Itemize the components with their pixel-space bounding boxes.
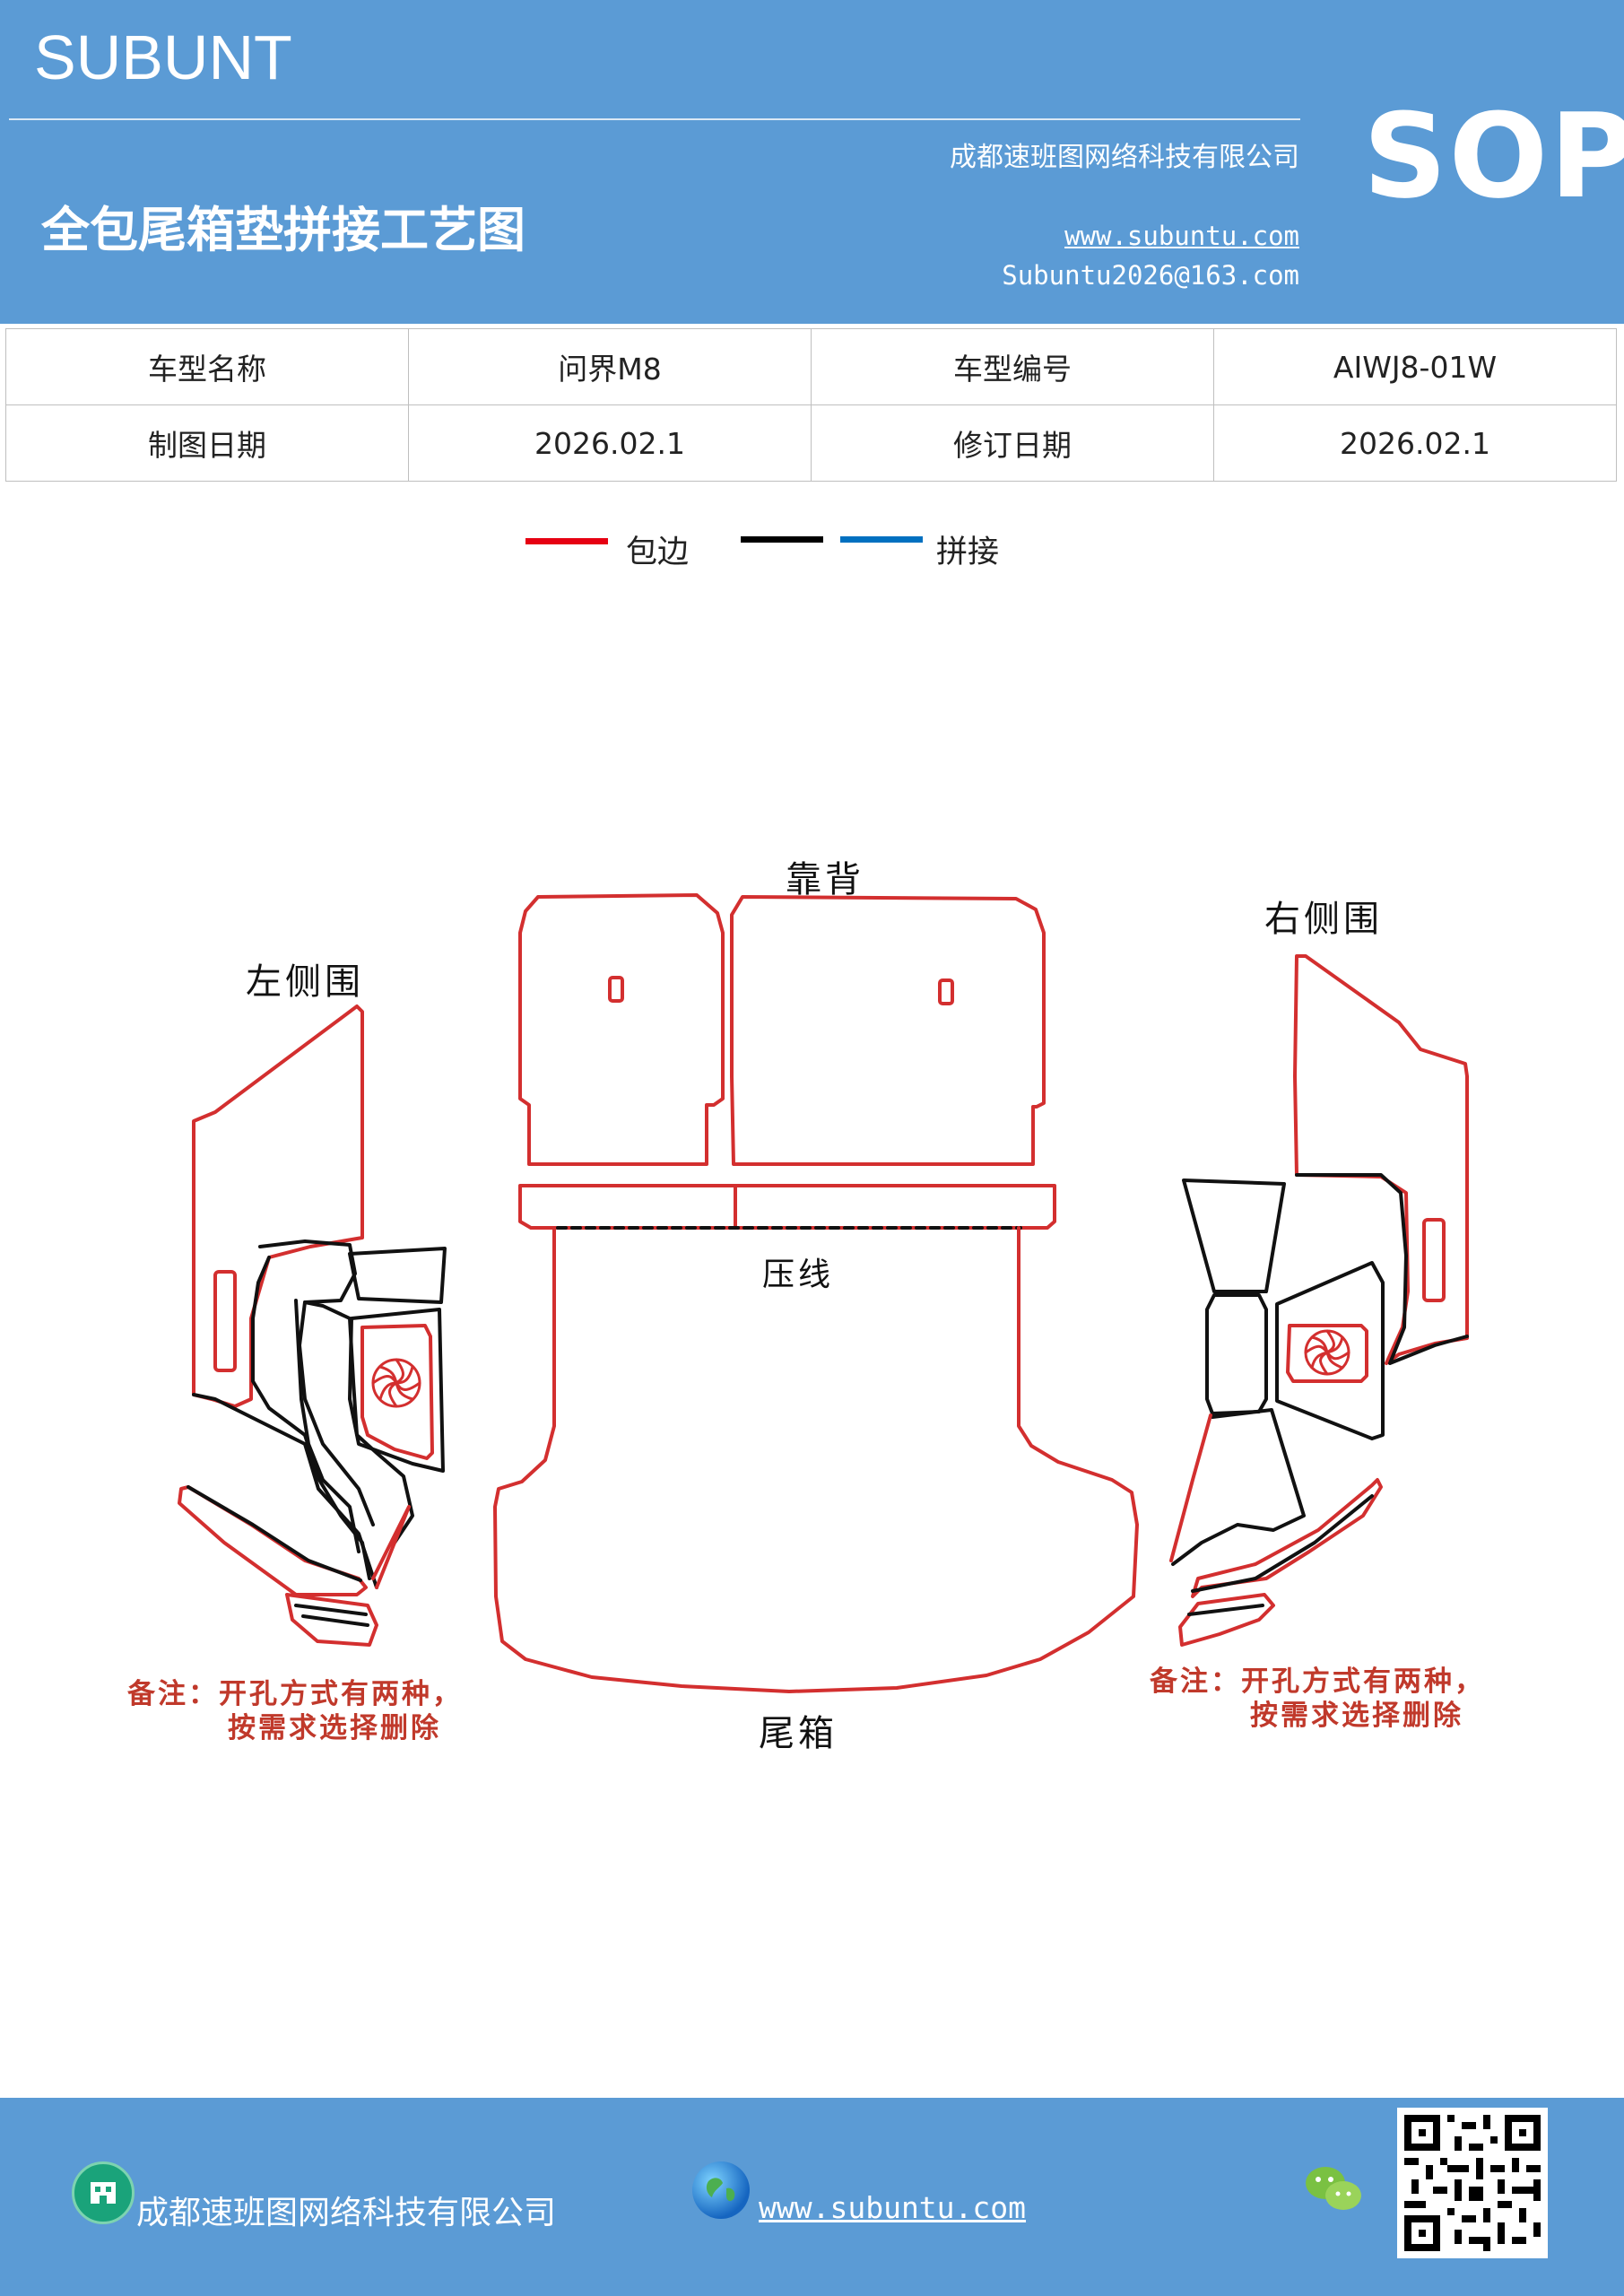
left-grille-frame (360, 1324, 434, 1460)
left-side-slot (213, 1270, 237, 1372)
right-side-slot (1422, 1218, 1446, 1302)
table-cell: 制图日期 (5, 404, 409, 482)
backrest-left-slot (608, 976, 624, 1003)
left-upper-vent (348, 1247, 447, 1304)
table-cell: 问界M8 (408, 328, 812, 405)
email-address[interactable]: Subuntu2026@163.com (1002, 260, 1299, 291)
right-grille-outer (1275, 1261, 1385, 1440)
left-side-seam (251, 1256, 371, 1580)
legend-seam-black-swatch (741, 536, 823, 543)
company-name: 成都速班图网络科技有限公司 (950, 142, 1299, 173)
table-cell: 车型名称 (5, 328, 409, 405)
left-grille-outer (348, 1308, 445, 1473)
trunk-label: 尾箱 (759, 1713, 838, 1754)
note-line: 按需求选择删除 (1250, 1700, 1463, 1732)
left-lower-strip (285, 1593, 378, 1647)
left-side-panel (192, 1004, 364, 1408)
table-cell: 车型编号 (811, 328, 1214, 405)
qr-code[interactable] (1397, 2108, 1548, 2258)
left-lower-strip-seam (301, 1614, 369, 1627)
left-grille-fan-icon (371, 1358, 421, 1408)
note-line: 备注：开孔方式有两种， (127, 1678, 463, 1710)
backrest-right-panel (730, 895, 1046, 1166)
globe-icon (692, 2161, 750, 2219)
left-lower-piece (178, 1485, 368, 1596)
legend-edge-swatch (525, 538, 608, 544)
hinge-strip (518, 1184, 1056, 1230)
header-band (0, 0, 1624, 324)
legend-edge-label: 包边 (626, 535, 690, 570)
right-lower-trap (1171, 1408, 1306, 1566)
brand-name: SUBUNT (34, 22, 292, 92)
left-seam-arc (294, 1299, 360, 1553)
page-title: 全包尾箱垫拼接工艺图 (41, 201, 525, 258)
table-row: 车型名称 问界M8 车型编号 AIWJ8-01W (5, 328, 1617, 405)
sop-badge: SOP (1363, 88, 1624, 224)
vehicle-info-table: 车型名称 问界M8 车型编号 AIWJ8-01W 制图日期 2026.02.1 … (5, 328, 1617, 482)
table-cell: 修订日期 (811, 404, 1214, 482)
right-note: 备注：开孔方式有两种， 按需求选择删除 (1150, 1665, 1485, 1733)
press-line-label: 压线 (762, 1257, 835, 1293)
building-icon (72, 2161, 135, 2224)
table-cell: 2026.02.1 (1213, 404, 1617, 482)
note-line: 按需求选择删除 (228, 1712, 441, 1744)
trunk-floor-panel (493, 1226, 1139, 1693)
right-side-label: 右侧围 (1264, 899, 1383, 940)
left-note: 备注：开孔方式有两种， 按需求选择删除 (127, 1677, 463, 1745)
right-lower-seam (1191, 1494, 1374, 1593)
left-lower-piece (187, 1485, 362, 1582)
right-upper-trap (1182, 1178, 1286, 1293)
table-cell: 2026.02.1 (408, 404, 812, 482)
backrest-right-slot (938, 978, 954, 1005)
left-seam-arc (303, 1300, 414, 1544)
backrest-label: 靠背 (786, 859, 864, 900)
website-link[interactable]: www.subuntu.com (1064, 221, 1299, 251)
wechat-icon[interactable] (1302, 2161, 1365, 2215)
right-grille-frame (1286, 1324, 1368, 1383)
legend-seam-blue-swatch (840, 536, 923, 543)
footer-company: 成都速班图网络科技有限公司 (136, 2195, 557, 2231)
backrest-left-panel (518, 893, 725, 1166)
legend-seam-label: 拼接 (936, 535, 1000, 570)
right-lower-piece (1191, 1478, 1383, 1598)
left-lower-strip-seam (294, 1604, 368, 1616)
left-tail-piece (371, 1505, 411, 1589)
header-divider (9, 118, 1300, 120)
right-lower-edge (1169, 1413, 1212, 1562)
note-line: 备注：开孔方式有两种， (1150, 1665, 1485, 1698)
table-row: 制图日期 2026.02.1 修订日期 2026.02.1 (5, 404, 1617, 482)
right-lower-strip-seam (1187, 1604, 1264, 1616)
left-side-label: 左侧围 (246, 961, 364, 1003)
right-lower-strip (1178, 1593, 1275, 1647)
footer-website-link[interactable]: www.subuntu.com (759, 2190, 1027, 2225)
right-middle-block (1205, 1293, 1268, 1415)
left-side-seam (192, 1393, 378, 1589)
right-grille-fan-icon (1304, 1329, 1350, 1376)
table-cell: AIWJ8-01W (1213, 328, 1617, 405)
right-side-seam (1295, 1173, 1469, 1365)
